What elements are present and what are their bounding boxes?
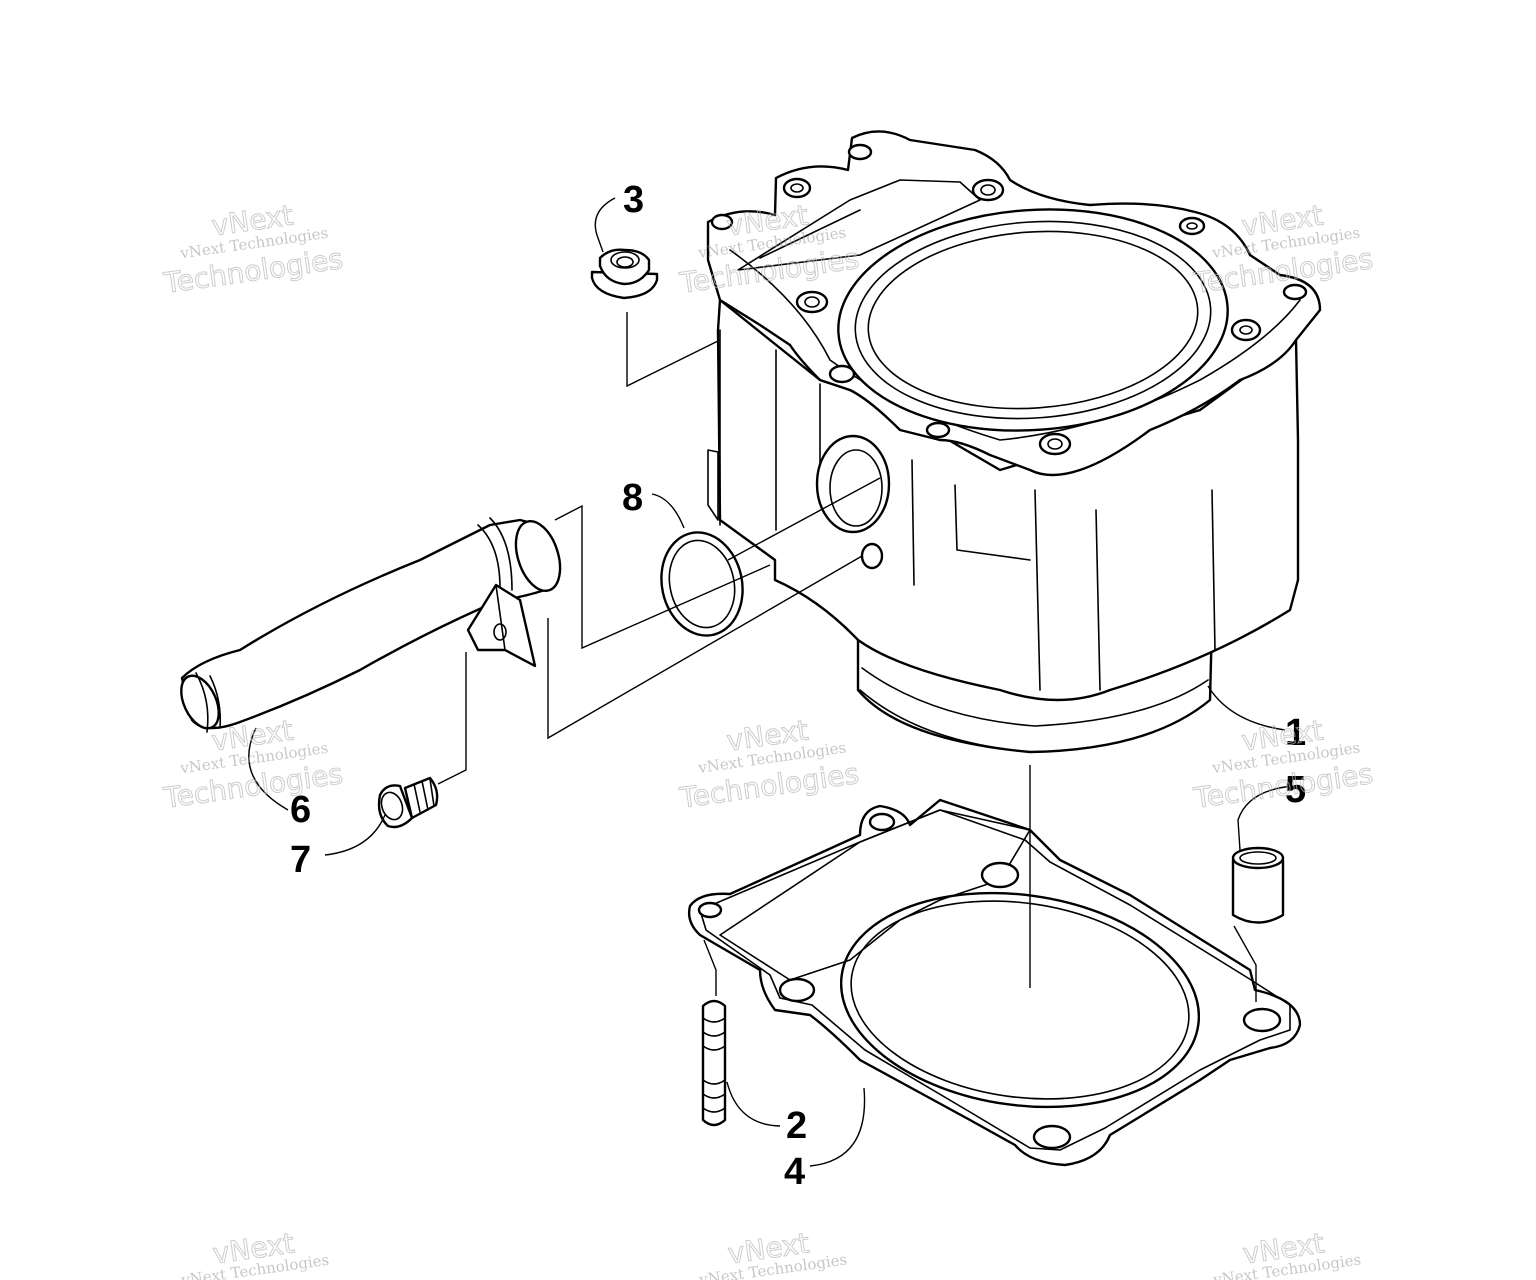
callout-8: 8 <box>622 477 643 519</box>
callout-4: 4 <box>784 1151 805 1193</box>
callout-5: 5 <box>1285 769 1306 811</box>
flange-nut <box>590 248 659 300</box>
callout-7: 7 <box>290 839 311 881</box>
o-ring <box>660 531 744 637</box>
watermark-top-right: vNext vNext Technologies Technologies <box>1191 198 1376 300</box>
watermark-bottom-left: vNext vNext Technologies <box>179 1226 330 1280</box>
cylinder <box>706 130 1322 754</box>
screw <box>377 776 439 829</box>
base-gasket <box>687 798 1302 1167</box>
watermark-mid-left: vNext vNext Technologies Technologies <box>161 713 346 815</box>
callout-1: 1 <box>1285 712 1306 754</box>
watermark-mid-center: vNext vNext Technologies Technologies <box>677 713 862 815</box>
watermark-bottom-right: vNext vNext Technologies <box>1211 1226 1362 1280</box>
dowel-pin <box>1231 846 1285 924</box>
callout-6: 6 <box>290 789 311 831</box>
callout-numbers: 3 8 1 5 6 7 2 4 <box>290 179 1306 1193</box>
watermark-mid-right: vNext vNext Technologies Technologies <box>1191 713 1376 815</box>
coolant-pipe <box>180 517 562 733</box>
watermark-top-left: vNext vNext Technologies Technologies <box>161 198 346 300</box>
callout-3: 3 <box>623 179 644 221</box>
watermark-bottom-center: vNext vNext Technologies <box>697 1226 848 1280</box>
leader-lines <box>248 197 1294 1167</box>
callout-2: 2 <box>786 1105 807 1147</box>
stud <box>701 999 727 1127</box>
